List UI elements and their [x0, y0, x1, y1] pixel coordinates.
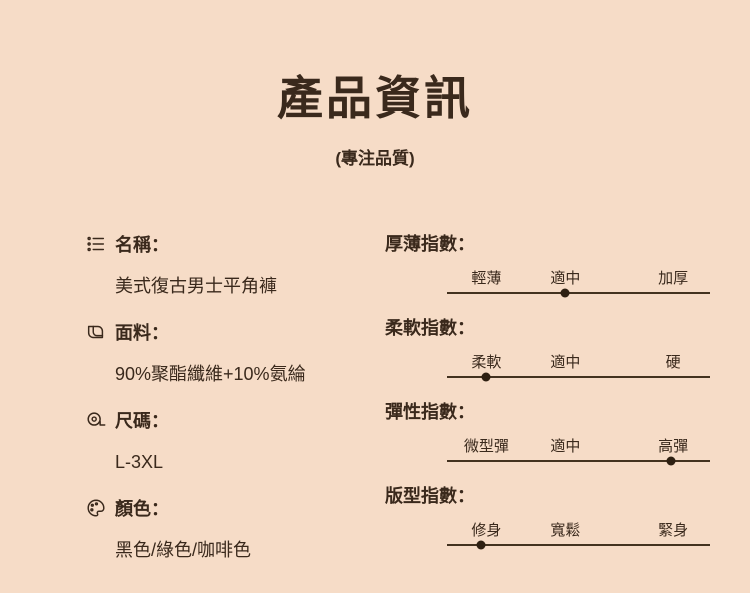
product-attributes: 名稱： 美式復古男士平角褲 面料： 90%聚酯纖維+10%氨綸 — [85, 231, 385, 583]
attribute-label: 名稱： — [115, 235, 169, 255]
attribute-label-row: 顏色： — [85, 495, 385, 521]
scale-softness: 柔軟指數： 柔軟 適中 硬 — [385, 315, 710, 385]
attribute-value: L-3XL — [115, 452, 164, 472]
scale-title: 彈性指數： — [385, 402, 475, 422]
content: 名稱： 美式復古男士平角褲 面料： 90%聚酯纖維+10%氨綸 — [0, 231, 750, 583]
scale-tick: 輕薄 — [471, 270, 502, 287]
list-icon — [85, 233, 107, 255]
scale-marker-dot — [476, 540, 486, 550]
scale-thickness: 厚薄指數： 輕薄 適中 加厚 — [385, 231, 710, 301]
scale-marker-dot — [481, 372, 491, 382]
scale-tick: 適中 — [550, 438, 581, 455]
list-item: 尺碼： L-3XL — [85, 407, 385, 475]
scale-line — [447, 460, 710, 462]
product-index-scales: 厚薄指數： 輕薄 適中 加厚 柔軟指數： 柔軟 適中 硬 — [385, 231, 710, 583]
scale-line — [447, 544, 710, 546]
attribute-label-row: 尺碼： — [85, 407, 385, 433]
attribute-value: 美式復古男士平角褲 — [115, 276, 277, 296]
list-item: 名稱： 美式復古男士平角褲 — [85, 231, 385, 299]
scale-line — [447, 292, 710, 294]
scale-track: 修身 寬鬆 緊身 — [447, 519, 710, 553]
scale-tick: 柔軟 — [471, 354, 502, 371]
page-title: 產品資訊 — [277, 72, 473, 124]
scale-tick: 適中 — [550, 270, 581, 287]
scale-elasticity: 彈性指數： 微型彈 適中 高彈 — [385, 399, 710, 469]
scale-fit: 版型指數： 修身 寬鬆 緊身 — [385, 483, 710, 553]
scale-tick: 硬 — [665, 354, 681, 371]
page-subtitle: (專注品質) — [335, 149, 415, 168]
page-header: 產品資訊 (專注品質) — [0, 62, 750, 169]
scale-tick: 寬鬆 — [550, 522, 581, 539]
list-item: 顏色： 黑色/綠色/咖啡色 — [85, 495, 385, 563]
list-item: 面料： 90%聚酯纖維+10%氨綸 — [85, 319, 385, 387]
scale-tick: 修身 — [471, 522, 502, 539]
scale-tick: 微型彈 — [463, 438, 509, 455]
attribute-value: 黑色/綠色/咖啡色 — [115, 540, 252, 560]
scale-tick: 適中 — [550, 354, 581, 371]
scale-tick: 高彈 — [658, 438, 689, 455]
attribute-label-row: 名稱： — [85, 231, 385, 257]
palette-icon — [85, 497, 107, 519]
scale-line — [447, 376, 710, 378]
scale-track: 微型彈 適中 高彈 — [447, 435, 710, 469]
scale-track: 輕薄 適中 加厚 — [447, 267, 710, 301]
scale-tick: 緊身 — [658, 522, 689, 539]
attribute-label: 面料： — [115, 323, 169, 343]
attribute-label: 顏色： — [115, 499, 169, 519]
scale-tick: 加厚 — [658, 270, 689, 287]
scale-track: 柔軟 適中 硬 — [447, 351, 710, 385]
tape-measure-icon — [85, 409, 107, 431]
attribute-label: 尺碼： — [115, 411, 169, 431]
scale-title: 版型指數： — [385, 486, 475, 506]
attribute-label-row: 面料： — [85, 319, 385, 345]
scale-marker-dot — [560, 288, 570, 298]
scale-marker-dot — [666, 456, 676, 466]
attribute-value: 90%聚酯纖維+10%氨綸 — [115, 364, 306, 384]
fabric-icon — [85, 321, 107, 343]
scale-title: 厚薄指數： — [385, 234, 475, 254]
scale-title: 柔軟指數： — [385, 318, 475, 338]
